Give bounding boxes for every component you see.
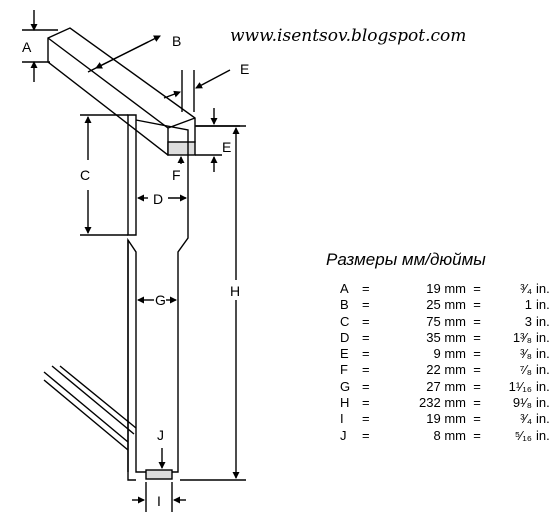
dim-e-right (195, 108, 240, 172)
dim-inch: 9¹⁄₈ (512, 395, 532, 411)
dim-c (80, 114, 128, 236)
dim-inch: ³⁄₈ (520, 346, 532, 362)
dimension-row: J = 8 mm = ⁵⁄₁₆ in. (340, 428, 549, 444)
dim-letter: D (340, 329, 350, 345)
dim-equals: = (473, 313, 481, 329)
dim-letter: I (340, 411, 344, 427)
label-c: C (80, 167, 90, 183)
dimension-row: D = 35 mm = 1³⁄₈ in. (340, 330, 549, 346)
shank (127, 114, 189, 481)
dimensions-title: Размеры мм/дюймы (326, 250, 486, 269)
dim-inch: 1¹⁄₁₆ (508, 378, 532, 394)
dim-e-top (163, 69, 231, 112)
dim-unit: in. (536, 411, 549, 427)
dim-unit: in. (536, 329, 549, 345)
dim-b (87, 35, 161, 73)
dim-equals: = (362, 313, 370, 329)
dim-inch: ³⁄₄ (520, 281, 532, 296)
dim-equals: = (473, 411, 481, 427)
dim-mm: 9 mm (433, 346, 467, 362)
dim-inch: ³⁄₄ (520, 411, 532, 427)
dimension-row: G = 27 mm = 1¹⁄₁₆ in. (340, 379, 549, 395)
dimension-row: H = 232 mm = 9¹⁄₈ in. (340, 395, 549, 411)
dim-i (132, 482, 186, 512)
dim-unit: in. (536, 346, 549, 362)
dim-mm: 19 mm (426, 411, 466, 427)
dim-mm: 25 mm (426, 297, 466, 313)
dimensions-table: A = 19 mm = ³⁄₄ in. B = 25 mm = 1 in. C … (340, 281, 549, 444)
dim-inch: 3 (524, 313, 532, 329)
label-g: G (155, 292, 166, 308)
dim-equals: = (362, 378, 370, 394)
dim-letter: C (340, 313, 350, 329)
dim-equals: = (473, 378, 481, 394)
dim-equals: = (473, 395, 481, 411)
dim-equals: = (362, 329, 370, 345)
dim-equals: = (362, 362, 370, 378)
dimension-row: B = 25 mm = 1 in. (340, 297, 549, 313)
dim-letter: J (340, 427, 347, 443)
dim-equals: = (362, 411, 370, 427)
label-j: J (157, 427, 164, 443)
label-d: D (153, 191, 163, 207)
dimension-row: I = 19 mm = ³⁄₄ in. (340, 411, 549, 427)
dimension-row: C = 75 mm = 3 in. (340, 314, 549, 330)
dim-equals: = (362, 281, 370, 296)
label-b: B (172, 33, 181, 49)
dim-unit: in. (536, 427, 549, 443)
dim-unit: in. (536, 281, 549, 296)
dim-equals: = (362, 395, 370, 411)
dim-unit: in. (536, 395, 549, 411)
dim-letter: H (340, 395, 350, 411)
dimension-row: A = 19 mm = ³⁄₄ in. (340, 281, 549, 297)
dim-unit: in. (536, 297, 549, 313)
label-e-right: E (222, 139, 231, 155)
dim-equals: = (473, 362, 481, 378)
dim-h (180, 125, 246, 481)
dim-inch: ⁵⁄₁₆ (514, 427, 532, 443)
dim-unit: in. (536, 313, 549, 329)
blog-url: www.isentsov.blogspot.com (230, 26, 467, 46)
dim-mm: 27 mm (426, 378, 466, 394)
dim-mm: 22 mm (426, 362, 466, 378)
dim-unit: in. (536, 362, 549, 378)
dim-equals: = (473, 427, 481, 443)
label-e-top: E (240, 61, 249, 77)
dim-inch: ⁷⁄₈ (519, 362, 532, 378)
dim-letter: F (340, 362, 348, 378)
dim-equals: = (473, 346, 481, 362)
label-f: F (172, 167, 181, 183)
dim-letter: G (340, 378, 351, 394)
prongs (43, 365, 137, 451)
dim-mm: 8 mm (433, 427, 467, 443)
dim-letter: A (340, 281, 349, 296)
dim-mm: 19 mm (426, 281, 466, 296)
dim-letter: E (340, 346, 349, 362)
dim-equals: = (362, 427, 370, 443)
dim-equals: = (473, 329, 481, 345)
label-i: I (157, 493, 161, 509)
dim-equals: = (473, 297, 481, 313)
dim-letter: B (340, 297, 349, 313)
dim-equals: = (473, 281, 481, 296)
dim-unit: in. (536, 378, 549, 394)
dim-mm: 232 mm (419, 395, 466, 411)
dim-equals: = (362, 297, 370, 313)
dimension-row: F = 22 mm = ⁷⁄₈ in. (340, 362, 549, 378)
dimension-row: E = 9 mm = ³⁄₈ in. (340, 346, 549, 362)
dim-mm: 35 mm (426, 329, 466, 345)
label-h: H (230, 283, 240, 299)
label-a: A (22, 39, 32, 55)
dim-mm: 75 mm (426, 313, 466, 329)
dim-inch: 1³⁄₈ (512, 329, 532, 345)
dim-a (22, 10, 58, 82)
dim-equals: = (362, 346, 370, 362)
dim-inch: 1 (524, 297, 532, 313)
